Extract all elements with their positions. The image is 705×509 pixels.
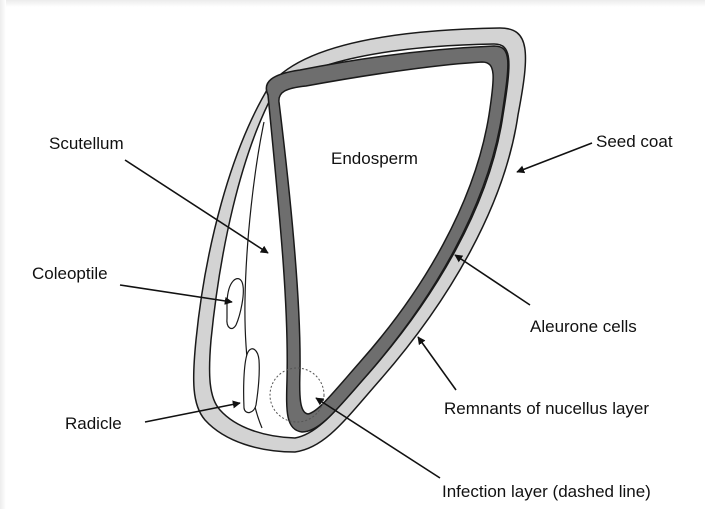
endosperm-label: Endosperm	[331, 149, 418, 168]
scutellum-label: Scutellum	[49, 134, 124, 153]
aleurone-pointer	[455, 255, 530, 305]
nucellus-label: Remnants of nucellus layer	[444, 399, 649, 418]
infection-label: Infection layer (dashed line)	[442, 482, 651, 501]
seed-coat-pointer	[517, 143, 592, 172]
infection-pointer	[316, 398, 440, 478]
radicle-label: Radicle	[65, 414, 122, 433]
aleurone-label: Aleurone cells	[530, 317, 637, 336]
seed-coat-label: Seed coat	[596, 132, 673, 151]
nucellus-pointer	[418, 337, 456, 390]
coleoptile-label: Coleoptile	[32, 264, 108, 283]
